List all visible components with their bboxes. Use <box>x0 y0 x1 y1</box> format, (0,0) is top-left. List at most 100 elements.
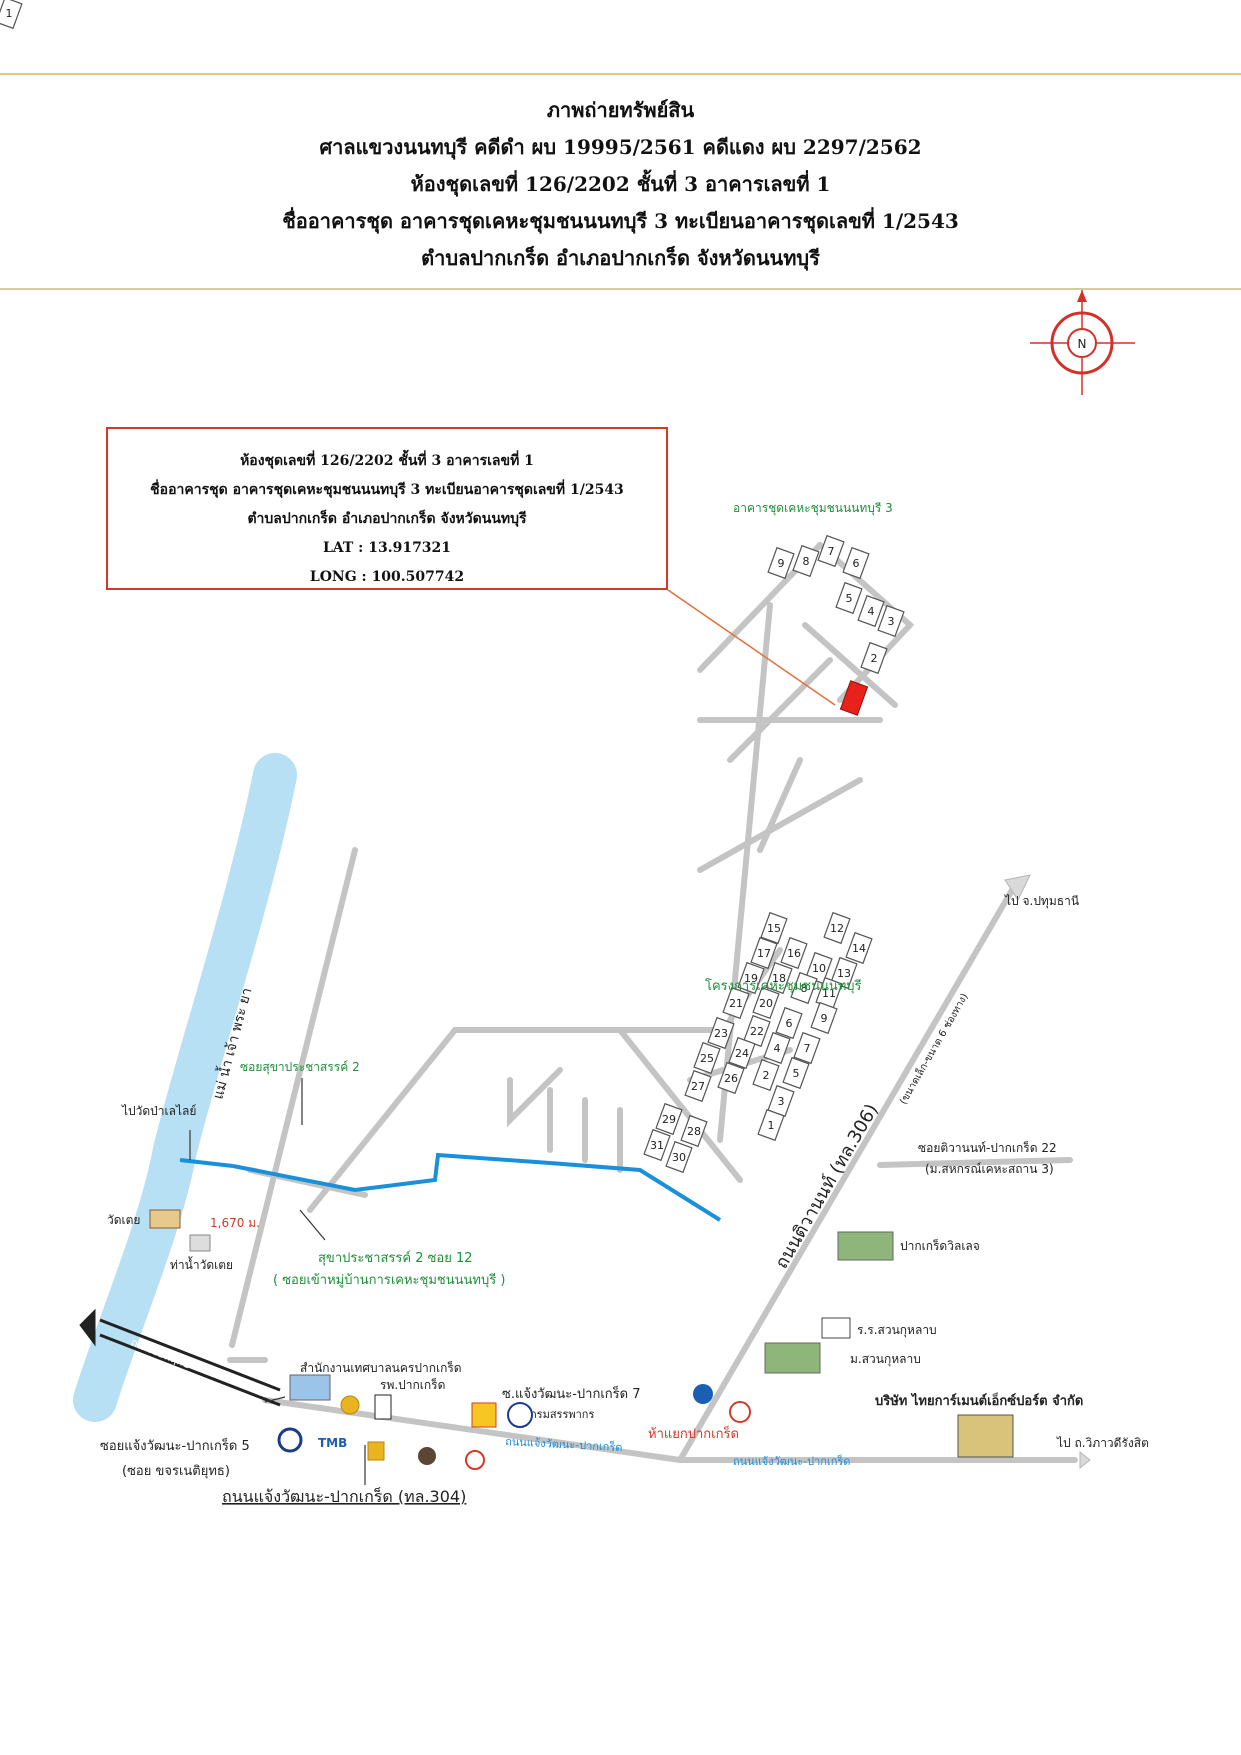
building-block <box>765 961 793 995</box>
compass-label: N <box>1078 337 1087 351</box>
building-block <box>752 1058 780 1092</box>
building-block <box>643 1128 671 1162</box>
building-number: 30 <box>672 1151 686 1164</box>
sign-icon <box>367 1441 385 1461</box>
project-label: โครงการเคหะชุมชนนนทบุรี <box>705 978 862 994</box>
kodak-icon <box>471 1402 497 1428</box>
village-icon <box>837 1231 894 1261</box>
municipality-icon <box>289 1374 331 1401</box>
kasikorn-icon <box>465 1450 485 1470</box>
hospital-icon <box>374 1394 392 1420</box>
junction-label: ห้าแยกปากเกร็ด <box>648 1424 739 1442</box>
building-number: 1 <box>768 1119 775 1132</box>
building-block <box>782 1056 810 1090</box>
building-block <box>0 0 23 30</box>
building-block <box>750 936 778 970</box>
map-labels: อาคารชุดเคหะชุมชนนนทบุรี 3 โครงการเคหะชุ… <box>100 501 1149 1506</box>
landmark-icons <box>149 1209 1014 1470</box>
soi5-sub: (ซอย ขจรเนติยุทธ) <box>122 1464 230 1479</box>
school-label: ร.ร.สวนกุหลาบ <box>857 1323 937 1338</box>
suan-village-icon <box>764 1342 821 1374</box>
header-location: ตำบลปากเกร็ด อำเภอปากเกร็ด จังหวัดนนทบุร… <box>421 246 820 270</box>
to-pathum-label: ไป จ.ปทุมธานี <box>1004 894 1079 909</box>
pier-icon <box>189 1234 211 1252</box>
building-block <box>722 986 750 1020</box>
condo-name-label: อาคารชุดเคหะชุมชนนนทบุรี 3 <box>733 501 893 516</box>
building-block <box>780 936 808 970</box>
target-building <box>839 680 869 716</box>
building-block <box>737 961 765 995</box>
building-number: 31 <box>650 1139 664 1152</box>
chaiyaphruek-road <box>79 1308 281 1407</box>
bank-icon <box>277 1427 303 1453</box>
building-block <box>823 911 851 945</box>
building-block <box>790 971 818 1005</box>
building-number: 5 <box>793 1067 800 1080</box>
krungsri-icon <box>418 1447 436 1465</box>
canal <box>232 1152 722 1222</box>
building-number: 12 <box>830 922 844 935</box>
building-block <box>707 1016 735 1050</box>
revenue-label: กรมสรรพากร <box>530 1408 594 1421</box>
road-network <box>227 542 1078 1463</box>
building-number: 8 <box>803 555 810 568</box>
building-block <box>877 604 905 638</box>
building-number: 25 <box>700 1052 714 1065</box>
building-block <box>810 1001 838 1035</box>
building-number: 4 <box>868 605 875 618</box>
municipality-label: สำนักงานเทศบาลนครปากเกร็ด <box>300 1360 462 1375</box>
building-block <box>835 581 863 615</box>
building-number: 21 <box>729 997 743 1010</box>
compass-icon: N <box>1030 290 1135 395</box>
building-block <box>680 1114 708 1148</box>
soi-22-label: ซอยติวานนท์-ปากเกร็ด 22 <box>918 1140 1057 1155</box>
building-number: 5 <box>846 592 853 605</box>
building-block <box>717 1061 745 1095</box>
building-number: 20 <box>759 997 773 1010</box>
building-block <box>792 544 820 578</box>
building-number: 19 <box>744 972 758 985</box>
building-number: 3 <box>778 1095 785 1108</box>
document-header: ภาพถ่ายทรัพย์สิน ศาลแขวงนนทบุรี คดีดำ ผบ… <box>0 92 1241 277</box>
sukha-12-sub: ( ซอยเข้าหมู่บ้านการเคหะชุมชนนนทบุรี ) <box>273 1272 505 1288</box>
building-block <box>693 1041 721 1075</box>
company-icon <box>957 1414 1014 1458</box>
info-lat: LAT : 13.917321 <box>322 540 452 556</box>
building-number: 11 <box>822 987 836 1000</box>
canal-stub <box>179 1158 234 1168</box>
soi-sukha2-label: ซอยสุขาประชาสรรค์ 2 <box>240 1060 360 1075</box>
building-number: 24 <box>735 1047 749 1060</box>
building-block <box>767 546 795 580</box>
school-icon <box>821 1317 851 1339</box>
header-unit: ห้องชุดเลขที่ 126/2202 ชั้นที่ 3 อาคารเล… <box>410 172 831 196</box>
building-block <box>757 1108 785 1142</box>
hospital-label: รพ.ปากเกร็ด <box>380 1377 445 1392</box>
building-number: 10 <box>812 962 826 975</box>
building-number: 6 <box>786 1017 793 1030</box>
building-block <box>775 1006 803 1040</box>
building-block <box>857 594 885 628</box>
road-chaengwattana-a: ถนนแจ้งวัฒนะ-ปากเกร็ด <box>505 1434 623 1454</box>
building-block <box>845 931 873 965</box>
soi7-label: ซ.แจ้งวัฒนะ-ปากเกร็ด 7 <box>502 1384 640 1402</box>
header-building: ชื่ออาคารชุด อาคารชุดเคหะชุมชนนนทบุรี 3 … <box>282 209 959 233</box>
building-number: 4 <box>774 1042 781 1055</box>
header-case: ศาลแขวงนนทบุรี คดีดำ ผบ 19995/2561 คดีแด… <box>319 135 922 159</box>
wat-label: วัดเตย <box>107 1213 140 1227</box>
village-label: ปากเกร็ดวิลเลจ <box>900 1238 980 1253</box>
road-306-note: (ขนาดเล็ก-ขนาด 6 ช่องทาง) <box>895 990 970 1106</box>
building-block <box>793 1031 821 1065</box>
caltex-icon <box>729 1401 751 1423</box>
main-road-arrows <box>1004 874 1091 1470</box>
road-304-label: ถนนแจ้งวัฒนะ-ปากเกร็ด (ทล.304) <box>222 1486 466 1506</box>
building-number: 22 <box>750 1025 764 1038</box>
to-wat-label: ไปวัดป่าเลไลย์ <box>121 1104 196 1118</box>
distance-label: 1,670 ม. <box>210 1216 260 1230</box>
header-title: ภาพถ่ายทรัพย์สิน <box>546 98 695 122</box>
header-rule-bottom <box>0 288 1241 290</box>
building-block <box>665 1140 693 1174</box>
building-block <box>860 641 888 675</box>
